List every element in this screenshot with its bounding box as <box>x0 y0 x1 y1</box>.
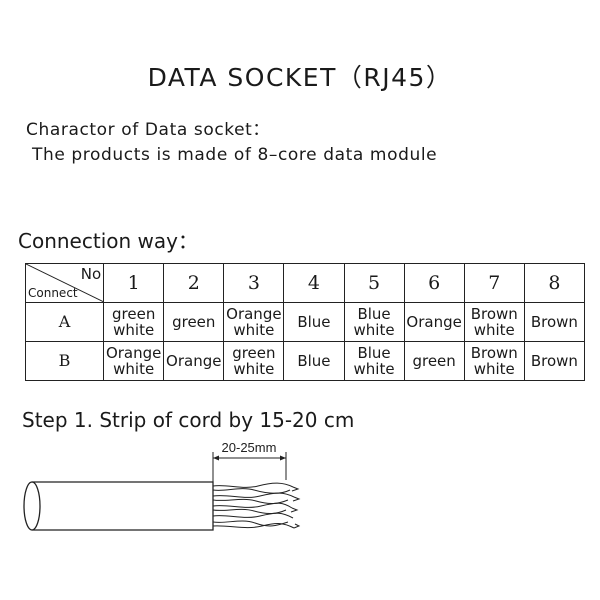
wire-color-cell: Orange <box>163 341 225 381</box>
column-header: 1 <box>103 263 165 303</box>
column-header: 3 <box>223 263 285 303</box>
column-header: 2 <box>163 263 225 303</box>
wire-color-cell: Orange <box>403 302 465 342</box>
column-header: 7 <box>463 263 525 303</box>
corner-cell: No Connect <box>24 263 105 303</box>
wire-color-cell: Brown <box>523 341 586 381</box>
connection-heading: Connection way： <box>18 229 198 253</box>
column-header: 8 <box>523 263 586 303</box>
wire-color-cell: green <box>403 341 465 381</box>
corner-no-label: No <box>80 265 102 283</box>
dimension-marker <box>212 452 287 500</box>
twisted-wires <box>212 482 301 529</box>
cable-strip-diagram: 20-25mm <box>23 440 301 531</box>
page-title: DATA SOCKET（RJ45） <box>147 63 453 92</box>
wire-color-cell: green <box>163 302 225 342</box>
column-header: 5 <box>343 263 405 303</box>
wire-color-cell: Brown <box>523 302 586 342</box>
wire-color-cell: Blue <box>283 302 345 342</box>
table-header-row: No Connect 1 2 3 4 5 6 7 8 <box>24 263 586 303</box>
wire-color-cell: Blue <box>283 341 345 381</box>
cable-jacket <box>23 481 214 531</box>
row-label: B <box>24 341 105 381</box>
dimension-label: 20-25mm <box>222 440 277 455</box>
corner-diagonal <box>26 264 104 302</box>
step1-instruction: Step 1. Strip of cord by 15-20 cm <box>22 408 355 432</box>
column-header: 6 <box>403 263 465 303</box>
character-heading: Charactor of Data socket： <box>26 120 271 140</box>
character-description: The products is made of 8–core data modu… <box>32 145 438 165</box>
corner-connect-label: Connect <box>28 286 78 300</box>
column-header: 4 <box>283 263 345 303</box>
row-label: A <box>24 302 105 342</box>
